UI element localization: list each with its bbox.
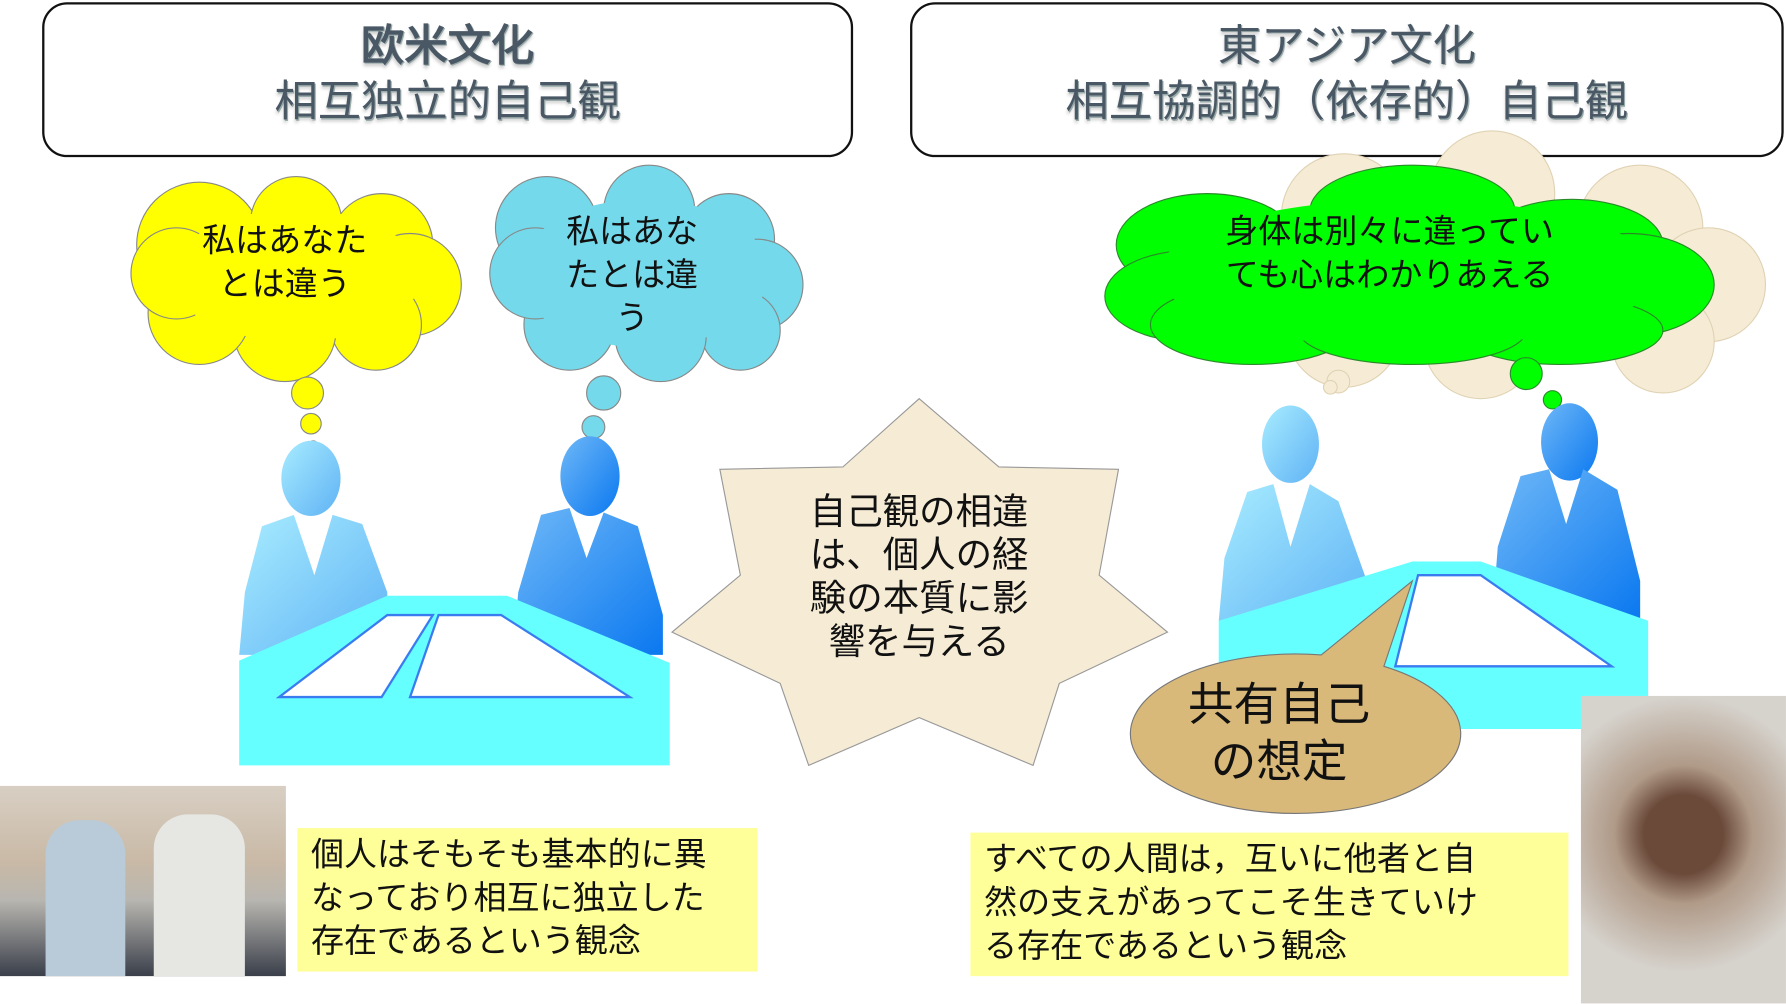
speech-bubble: [1129, 579, 1462, 814]
photo-couple-sitting: [0, 785, 286, 977]
star-text: 自己観の相違は、個人の経験の本質に影響を与える: [775, 490, 1064, 663]
text-line: ても心はわかりあえる: [1225, 255, 1554, 294]
text-line: なっており相互に独立した: [310, 878, 705, 917]
person-right-a: [1218, 405, 1367, 621]
text-line: 身体は別々に違ってい: [1225, 211, 1554, 251]
text-line: 存在であるという観念: [310, 921, 641, 961]
yellow-thought-text: 私はあなたとは違う: [171, 219, 399, 306]
blue-thought-cloud: [489, 164, 804, 456]
text-line: の想定: [1210, 735, 1348, 789]
text-line: 私はあな: [566, 211, 699, 251]
table-left: [239, 595, 670, 766]
text-line: 験の本質に影: [809, 576, 1029, 620]
text-line: 響を与える: [828, 619, 1010, 663]
text-line: 個人はそもそも基本的に異: [310, 834, 707, 874]
text-line: とは違う: [218, 264, 351, 303]
photo-team-hands: [1580, 695, 1786, 1004]
eastern-subtitle: 相互協調的（依存的）自己観: [1065, 76, 1629, 127]
text-line: たとは違: [566, 255, 699, 294]
green-thought-text: 身体は別々に違っていても心はわかりあえる: [1139, 210, 1640, 297]
text-line: すべての人間は，互いに他者と自: [984, 839, 1476, 879]
western-subtitle: 相互独立的自己観: [274, 76, 621, 127]
western-header-box: 欧米文化 相互独立的自己観: [42, 2, 854, 158]
western-title: 欧米文化: [361, 20, 535, 71]
text-line: 自己観の相違: [809, 489, 1029, 534]
text-line: 然の支えがあってこそ生きていけ: [984, 882, 1478, 922]
yellow-thought-cloud: [130, 175, 462, 451]
text-line: は、個人の経: [809, 533, 1029, 577]
text-line: う: [615, 298, 649, 338]
eastern-title: 東アジア文化: [1217, 20, 1476, 71]
text-line: る存在であるという観念: [984, 926, 1348, 965]
center-star: [670, 397, 1169, 767]
eastern-header-box: 東アジア文化 相互協調的（依存的）自己観: [910, 2, 1784, 158]
blue-thought-text: 私はあなたとは違う: [535, 210, 729, 340]
eastern-note: すべての人間は，互いに他者と自然の支えがあってこそ生きていける存在であるという観…: [970, 832, 1569, 977]
speech-text: 共有自己の想定: [1150, 677, 1407, 791]
text-line: 共有自己: [1187, 678, 1371, 732]
western-note: 個人はそもそも基本的に異なっており相互に独立した存在であるという観念: [297, 828, 758, 972]
text-line: 私はあなた: [202, 220, 368, 260]
green-thought-cloud: [1104, 164, 1715, 422]
